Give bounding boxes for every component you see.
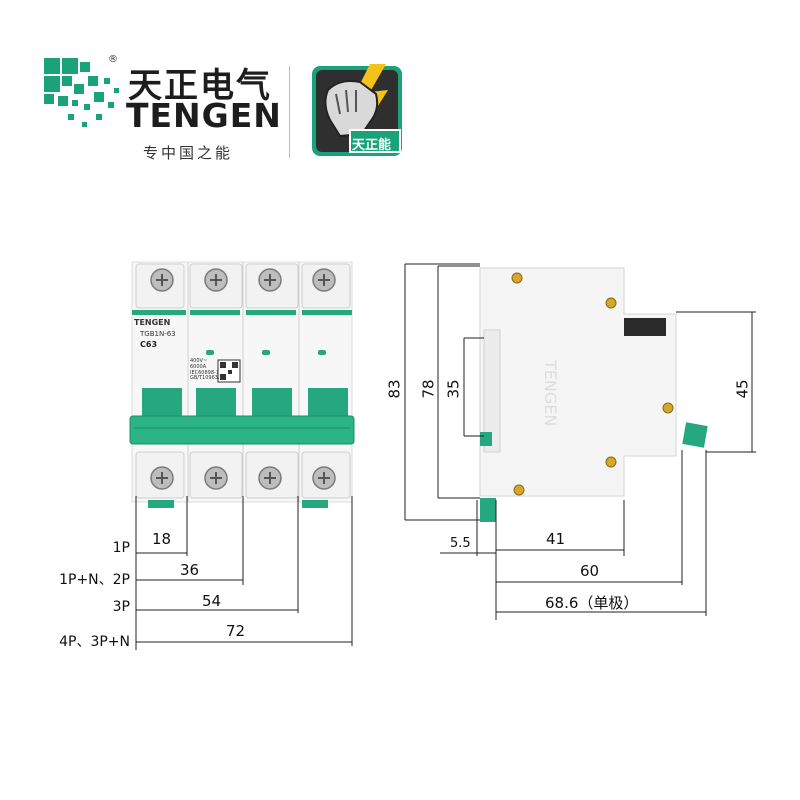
dim-45: 45 [733, 379, 752, 399]
dim-60: 60 [580, 562, 600, 580]
registered-mark: ® [108, 54, 118, 65]
spec-standard-2: GB/T10963.1 [190, 375, 223, 381]
brand-slogan: 专中国之能 [143, 144, 234, 162]
row-label-3p: 3P [112, 599, 130, 615]
dim-5-5: 5.5 [450, 536, 471, 551]
front-view: TENGEN TGB1N-63 C63 400V~ 6000A IEC60898… [128, 260, 358, 520]
breaker-front-body [129, 261, 355, 508]
breaker-rating: C63 [140, 340, 158, 349]
breaker-brand-label: TENGEN [134, 318, 171, 327]
dim-54: 54 [202, 592, 222, 610]
badge-text: 天正能 [352, 138, 392, 153]
row-label-1p: 1P [112, 540, 130, 556]
row-label-4p: 4P、3P+N [59, 634, 130, 650]
logo-divider [289, 66, 290, 158]
tianzhengneng-badge: 天正能 [310, 64, 404, 158]
dim-78: 78 [419, 379, 438, 399]
side-brand-text: TENGEN [541, 360, 560, 427]
dim-68-6: 68.6（单极） [545, 594, 639, 612]
dim-41: 41 [546, 530, 566, 548]
spec-voltage: 400V~ [190, 358, 208, 364]
dim-18: 18 [152, 530, 172, 548]
brand-name-cn: 天正电气 [128, 66, 272, 106]
dim-36: 36 [180, 561, 200, 579]
fist-lightning-icon [312, 64, 402, 156]
breaker-model: TGB1N-63 [140, 330, 176, 338]
dim-72: 72 [226, 622, 246, 640]
dim-83: 83 [385, 379, 404, 399]
spec-breaking: 6000A [190, 364, 207, 370]
row-label-2p: 1P+N、2P [59, 572, 130, 588]
brand-name-en: TENGEN [126, 96, 282, 135]
tengen-logo-mark [44, 58, 119, 127]
dim-35: 35 [444, 379, 463, 399]
spec-standard-1: IEC60898-1 [190, 370, 220, 376]
